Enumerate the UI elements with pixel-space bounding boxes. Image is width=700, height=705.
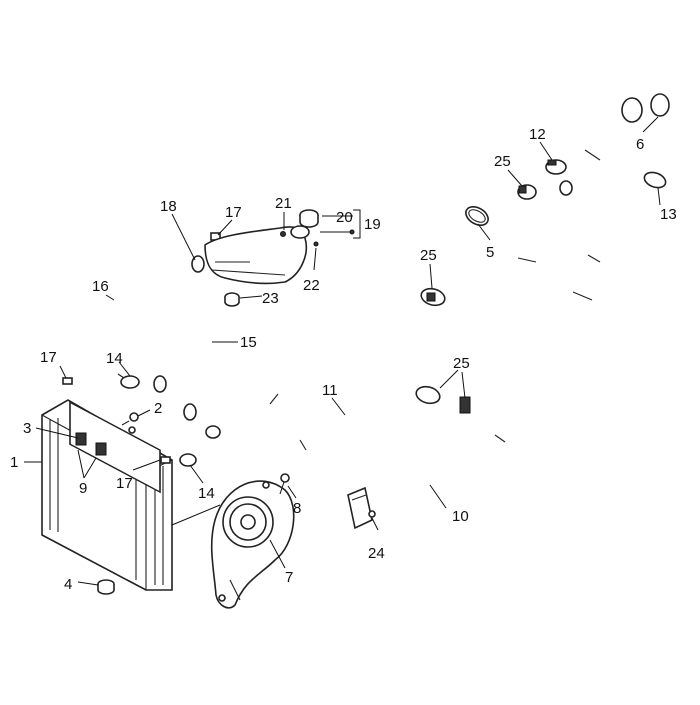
cooling-fan xyxy=(210,480,295,609)
hose-junction-branch xyxy=(560,183,645,210)
bracket-part-24 xyxy=(347,486,376,530)
grommet-part-4 xyxy=(97,579,115,595)
callout-10: 10 xyxy=(452,508,469,525)
hose-10 xyxy=(170,180,660,485)
bracket-dot xyxy=(349,229,355,235)
hose-end-connectors xyxy=(153,375,197,421)
callout-17a: 17 xyxy=(40,349,57,366)
clamp-part-25-middle xyxy=(420,287,446,307)
clip-part-14-upper xyxy=(117,373,140,389)
callout-4: 4 xyxy=(64,576,72,593)
hose-tank-upper xyxy=(179,231,218,243)
callout-15: 15 xyxy=(240,334,257,351)
callout-25b: 25 xyxy=(420,247,437,264)
clamp-part-13 xyxy=(643,171,667,189)
callout-21: 21 xyxy=(275,195,292,212)
callout-14b: 14 xyxy=(198,485,215,502)
cap-part-20 xyxy=(299,209,319,228)
callout-9: 9 xyxy=(79,480,87,497)
leader-lines xyxy=(24,116,661,586)
callout-3: 3 xyxy=(23,420,31,437)
callout-25a: 25 xyxy=(494,153,511,170)
callout-24: 24 xyxy=(368,545,385,562)
hose-16 xyxy=(65,255,173,383)
callout-18: 18 xyxy=(160,198,177,215)
radiator xyxy=(41,399,173,591)
callout-8: 8 xyxy=(293,500,301,517)
callout-2: 2 xyxy=(154,400,162,417)
clamp-part-25-lower xyxy=(415,385,471,414)
callout-22: 22 xyxy=(303,277,320,294)
callout-19: 19 xyxy=(364,216,381,233)
bracket-group-19 xyxy=(353,209,361,239)
clip-part-14-lower xyxy=(179,425,221,467)
callout-12: 12 xyxy=(529,126,546,143)
expansion-tank xyxy=(191,225,310,285)
screw-part-2 xyxy=(121,412,139,426)
callout-20: 20 xyxy=(336,209,353,226)
clamp-part-12 xyxy=(545,159,567,175)
callout-7: 7 xyxy=(285,569,293,586)
callout-16: 16 xyxy=(92,278,109,295)
hose-11 xyxy=(155,95,637,450)
callout-1: 1 xyxy=(10,454,18,471)
radiator-fan-link xyxy=(171,504,221,526)
callout-6: 6 xyxy=(636,136,644,153)
callout-5: 5 xyxy=(486,244,494,261)
hose-bands xyxy=(269,149,601,451)
clamp-part-6 xyxy=(621,93,670,123)
grommet-part-23 xyxy=(224,292,240,307)
callout-25c: 25 xyxy=(453,355,470,372)
junction-fitting xyxy=(559,180,573,196)
pin-part-21 xyxy=(280,231,286,237)
callout-23: 23 xyxy=(262,290,279,307)
clamp-part-5 xyxy=(465,206,489,226)
callout-17c: 17 xyxy=(225,204,242,221)
callout-11: 11 xyxy=(322,382,338,399)
callout-13: 13 xyxy=(660,206,677,223)
callout-14a: 14 xyxy=(106,350,123,367)
screw-part-8 xyxy=(279,473,290,495)
pin-part-22 xyxy=(313,241,319,247)
hose-15 xyxy=(165,257,215,423)
callout-17b: 17 xyxy=(116,475,133,492)
clamp-part-25-upper xyxy=(517,184,537,200)
